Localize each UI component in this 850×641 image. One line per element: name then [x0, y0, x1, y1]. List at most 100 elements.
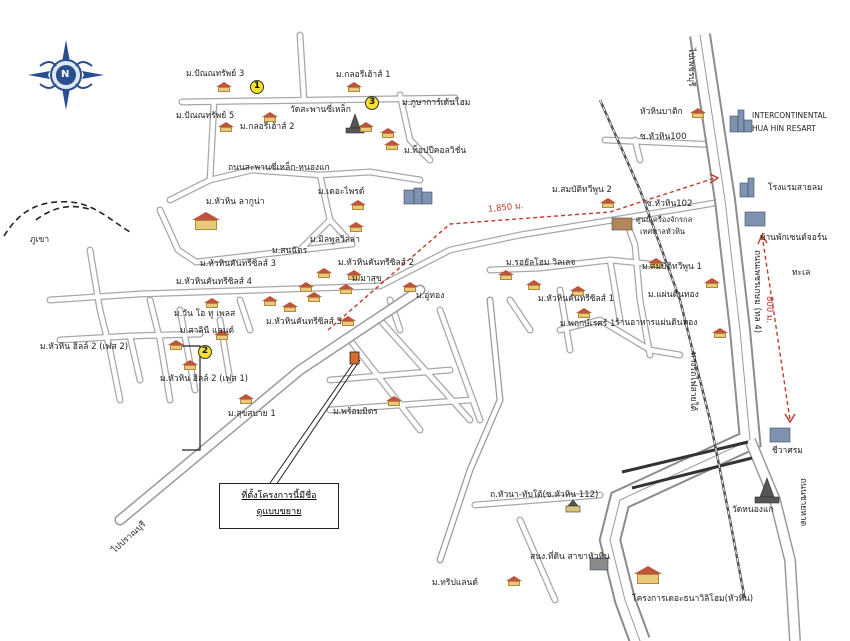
housing-estate-icon [704, 278, 720, 288]
housing-estate-icon [498, 270, 514, 280]
housing-estate-icon [262, 112, 278, 122]
housing-estate-icon [204, 298, 220, 308]
label-salini: ม.สาลินี แลนด์ [180, 326, 235, 336]
housing-estate-icon [168, 340, 184, 350]
housing-estate-icon [214, 330, 230, 340]
hill-contour [3, 200, 131, 237]
label-glory2: ม.กลอรีเฮ้าส์ 2 [240, 122, 295, 132]
overpass [631, 456, 753, 490]
housing-estate-icon [298, 282, 314, 292]
housing-estate-icon [576, 308, 592, 318]
label-bannathap3: ม.ปัณณทรัพย์ 3 [186, 69, 245, 79]
compass-north-letter: N [61, 69, 70, 80]
temple-icon [345, 113, 780, 513]
label-phak-dinthong: ม.แผ่นดินทอง [648, 290, 699, 300]
label-wan-o-tu: ม.วัน โอ ทู เพลส [174, 309, 236, 319]
project-box-title: ที่ตั้งโครงการนี้มีชื่อ [241, 491, 317, 501]
numbered-marker-icon: 1 [250, 80, 264, 94]
label-hills2-phase1: ม.หัวหิน ฮิลล์ 2 (เฟส 1) [160, 374, 249, 384]
pointer-line [269, 357, 358, 484]
housing-estate-icon [600, 198, 616, 208]
label-intercontinental: INTERCONTINENTAL [752, 111, 827, 120]
label-snchat: ม.สนฉัตร [272, 246, 308, 256]
label-soi-huahin100: ซ.หัวหิน100 [640, 132, 687, 142]
label-mil-pool: ม.มิลพูลวิลล่า [310, 235, 360, 245]
label-huahin-resort: HUA HIN RESART [752, 124, 816, 133]
label-phrut1: ม.พฤกษ์เรศร์ 1 [560, 319, 616, 329]
housing-estate-icon [386, 396, 402, 406]
hill-contour [35, 205, 93, 221]
label-phromsit: ม.พร้อมมิตร [333, 407, 378, 417]
overpass [621, 440, 749, 474]
label-sombat2: ม.สมบัติทวีพูน 2 [552, 185, 612, 195]
housing-estate-icon [306, 292, 322, 302]
label-khanthasil5: ม.หัวหินคันทรีซิลส์ 5 [266, 317, 343, 327]
label-hotel-sayam: โรงแรมสายลม [768, 183, 823, 193]
housing-estate-icon [338, 284, 354, 294]
label-beach-road: ถนนชายหาด [798, 478, 808, 527]
housing-estate-icon [648, 258, 664, 268]
label-road-huana: ถ.หัวนา-ทับใต้(ซ.หัวหิน 112) [490, 490, 599, 500]
housing-estate-icon [316, 268, 332, 278]
label-wat-nongkae: วัดหนองแก [732, 505, 774, 515]
project-site [349, 351, 360, 365]
housing-estate-icon [348, 222, 364, 232]
label-road-saphan: ถนนสะพานซี่เหล็ก-หนองแก [228, 163, 330, 173]
housing-estate-icon [340, 316, 356, 326]
label-khanthasil1: ม.หัวหินคันทรีซิลส์ 1 [538, 294, 615, 304]
label-phusaya: ม.ภูษาการ์เด้นโฮม [402, 98, 471, 108]
label-mountain: ภูเขา [30, 235, 50, 245]
building-icon [403, 109, 791, 571]
label-khanthasil2: ม.หัวหินคันทรีซิลส์ 2 [338, 258, 415, 268]
label-huahin-batik: หัวหินบาติก [640, 107, 683, 117]
housing-estate-icon [506, 576, 522, 586]
housing-estate-icon [526, 280, 542, 290]
label-soi-khrueang: ศูนย์เครื่องจักรกล [636, 215, 693, 224]
label-distance-800: 800 ม. [764, 296, 774, 324]
label-suksabai: ม.สุขสบาย 1 [228, 409, 276, 419]
label-to-petchaburi: ไปเพชรบุรี [686, 48, 696, 87]
label-uthong: ม.อู่ทอง [416, 291, 445, 301]
housing-estate-icon [262, 296, 278, 306]
label-khanthasil4: ม.หัวหินคันทรีซิลส์ 4 [176, 277, 253, 287]
label-bannathap5: ม.ปัณณทรัพย์ 5 [176, 111, 235, 121]
label-phetkasem: ถนนเพชรเกษม (ทล 4) [752, 250, 762, 334]
distance-line-1850 [327, 177, 716, 331]
distance-line-800 [761, 234, 791, 421]
label-land-office: สนง.ที่ดิน สาขาหัวหิน [530, 552, 610, 562]
label-wat-saphan: วัดสะพานซี่เหล็ก [290, 105, 351, 115]
label-railway: ทางรถไฟสายใต้ [688, 352, 698, 412]
label-chiwa-som: ชีวาศรม [772, 446, 803, 456]
housing-estate-icon [690, 108, 706, 118]
label-huahin-lakuna: ม.หัวหิน ลากูน่า [206, 197, 265, 207]
north-compass-rose-icon [28, 40, 104, 110]
label-tharip-land: ม.ทริปแลนด์ [432, 578, 478, 588]
housing-estate-icon [712, 328, 728, 338]
label-ran-ahan: ร้านอาหารแผ่นดินทอง [615, 318, 698, 328]
project-box-subtitle: ดูแบบขยาย [256, 507, 302, 517]
housing-estate-icon [182, 360, 198, 370]
label-khanthasil3: ม.หัวหินคันทรีซิลส์ 3 [200, 259, 277, 269]
label-ban-phak: บ้านพักเซนต์จอร์น [760, 233, 828, 243]
numbered-marker-icon: 2 [198, 345, 212, 359]
label-masuk: ม.มาสุข [352, 274, 382, 284]
housing-estate-icon [282, 302, 298, 312]
housing-estate-icon [402, 282, 418, 292]
project-location-box: ที่ตั้งโครงการนี้มีชื่อ ดูแบบขยาย [219, 483, 339, 529]
housing-estate-icon [358, 122, 374, 132]
housing-estate-icon [380, 128, 396, 138]
label-thepkhao: ม.ท็อปปีคอลวิชั่น [404, 146, 467, 156]
label-thetsaban: เทศบาลหัวหิน [640, 227, 686, 236]
numbered-marker-icon: 3 [365, 96, 379, 110]
housing-estate-icon [346, 270, 362, 280]
housing-estate-icon [346, 82, 362, 92]
housing-estate-icon [216, 82, 232, 92]
housing-estate-icon [238, 394, 254, 404]
label-royal-home: ม.รอยัลโฮม วิลเลจ [506, 258, 576, 268]
label-glory1: ม.กลอรีเฮ้าส์ 1 [336, 70, 391, 80]
bracket-line [182, 345, 201, 451]
housing-estate-icon [192, 212, 220, 230]
label-sombat1: ม.สมบัติทวีพูน 1 [642, 262, 702, 272]
label-khrongkan: โครงการเดอะธนาวิลิโฮม(หัวหิน) [632, 594, 754, 604]
